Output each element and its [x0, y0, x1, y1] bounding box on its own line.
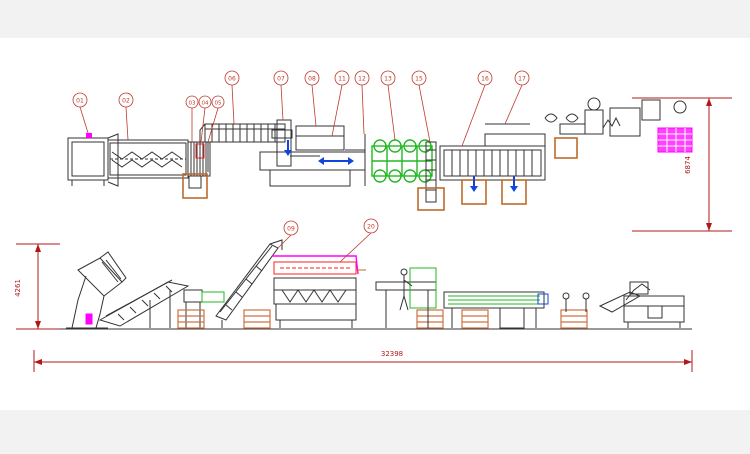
callout-16-label: 16: [481, 76, 489, 83]
side-view: [16, 239, 693, 372]
side-hopper: [66, 251, 127, 329]
plan-depth-dimension: [632, 97, 732, 232]
callout-05-label: 05: [215, 101, 222, 107]
unit-02-washer: [107, 139, 189, 179]
callout-08: 08: [304, 70, 320, 127]
plan-callouts: 01 02 03 04 05 06 07: [72, 70, 530, 147]
callout-11: 11: [331, 70, 350, 137]
unit-13-green-modules: [371, 139, 433, 183]
callout-06: 06: [224, 70, 240, 125]
side-pallets: [177, 309, 588, 329]
callout-08-label: 08: [308, 76, 316, 83]
callout-17: 17: [504, 70, 530, 125]
callout-06-label: 06: [228, 76, 236, 83]
callout-07: 07: [273, 70, 289, 121]
callout-20-label: 20: [367, 224, 375, 231]
total-length-label: 32398: [381, 350, 403, 358]
callout-16: 16: [461, 70, 493, 147]
side-washer: [98, 279, 225, 328]
callout-07-label: 07: [277, 76, 285, 83]
unit-01-hopper: [67, 133, 119, 187]
callout-01-label: 01: [76, 98, 84, 105]
side-callouts: 09 20: [277, 218, 379, 263]
side-packer: [598, 281, 685, 328]
callout-04: 04: [198, 95, 212, 143]
callout-03: 03: [185, 95, 199, 142]
callout-03-label: 03: [189, 101, 196, 107]
callout-09: 09: [277, 220, 299, 249]
unit-17-packing: [544, 97, 693, 153]
unit-06-conveyor: [199, 123, 286, 172]
unit-15-elevator: [417, 141, 445, 211]
unit-07-12-peeler: [259, 119, 366, 187]
callout-09-label: 09: [287, 226, 295, 233]
side-sorting-table: [375, 267, 437, 328]
side-height-label: 4261: [14, 279, 22, 297]
plan-view: [67, 97, 732, 232]
plan-depth-label: 6874: [684, 156, 692, 174]
callout-17-label: 17: [518, 76, 526, 83]
callout-12: 12: [354, 70, 370, 135]
side-unit-20: [272, 255, 366, 328]
callout-02: 02: [118, 92, 134, 141]
callout-13: 13: [380, 70, 396, 141]
unit-16-fryer: [439, 123, 578, 205]
total-length-dimension: [33, 350, 693, 372]
callout-01: 01: [72, 92, 89, 134]
callout-15: 15: [411, 70, 431, 143]
callout-02-label: 02: [122, 98, 130, 105]
callout-13-label: 13: [384, 76, 392, 83]
callout-12-label: 12: [358, 76, 366, 83]
side-fryer: [443, 291, 590, 329]
callout-05: 05: [207, 95, 225, 143]
callout-11-label: 11: [338, 76, 346, 83]
callout-20: 20: [339, 218, 379, 263]
callout-15-label: 15: [415, 76, 423, 83]
side-height-dimension: [16, 243, 60, 330]
callout-04-label: 04: [202, 101, 209, 107]
